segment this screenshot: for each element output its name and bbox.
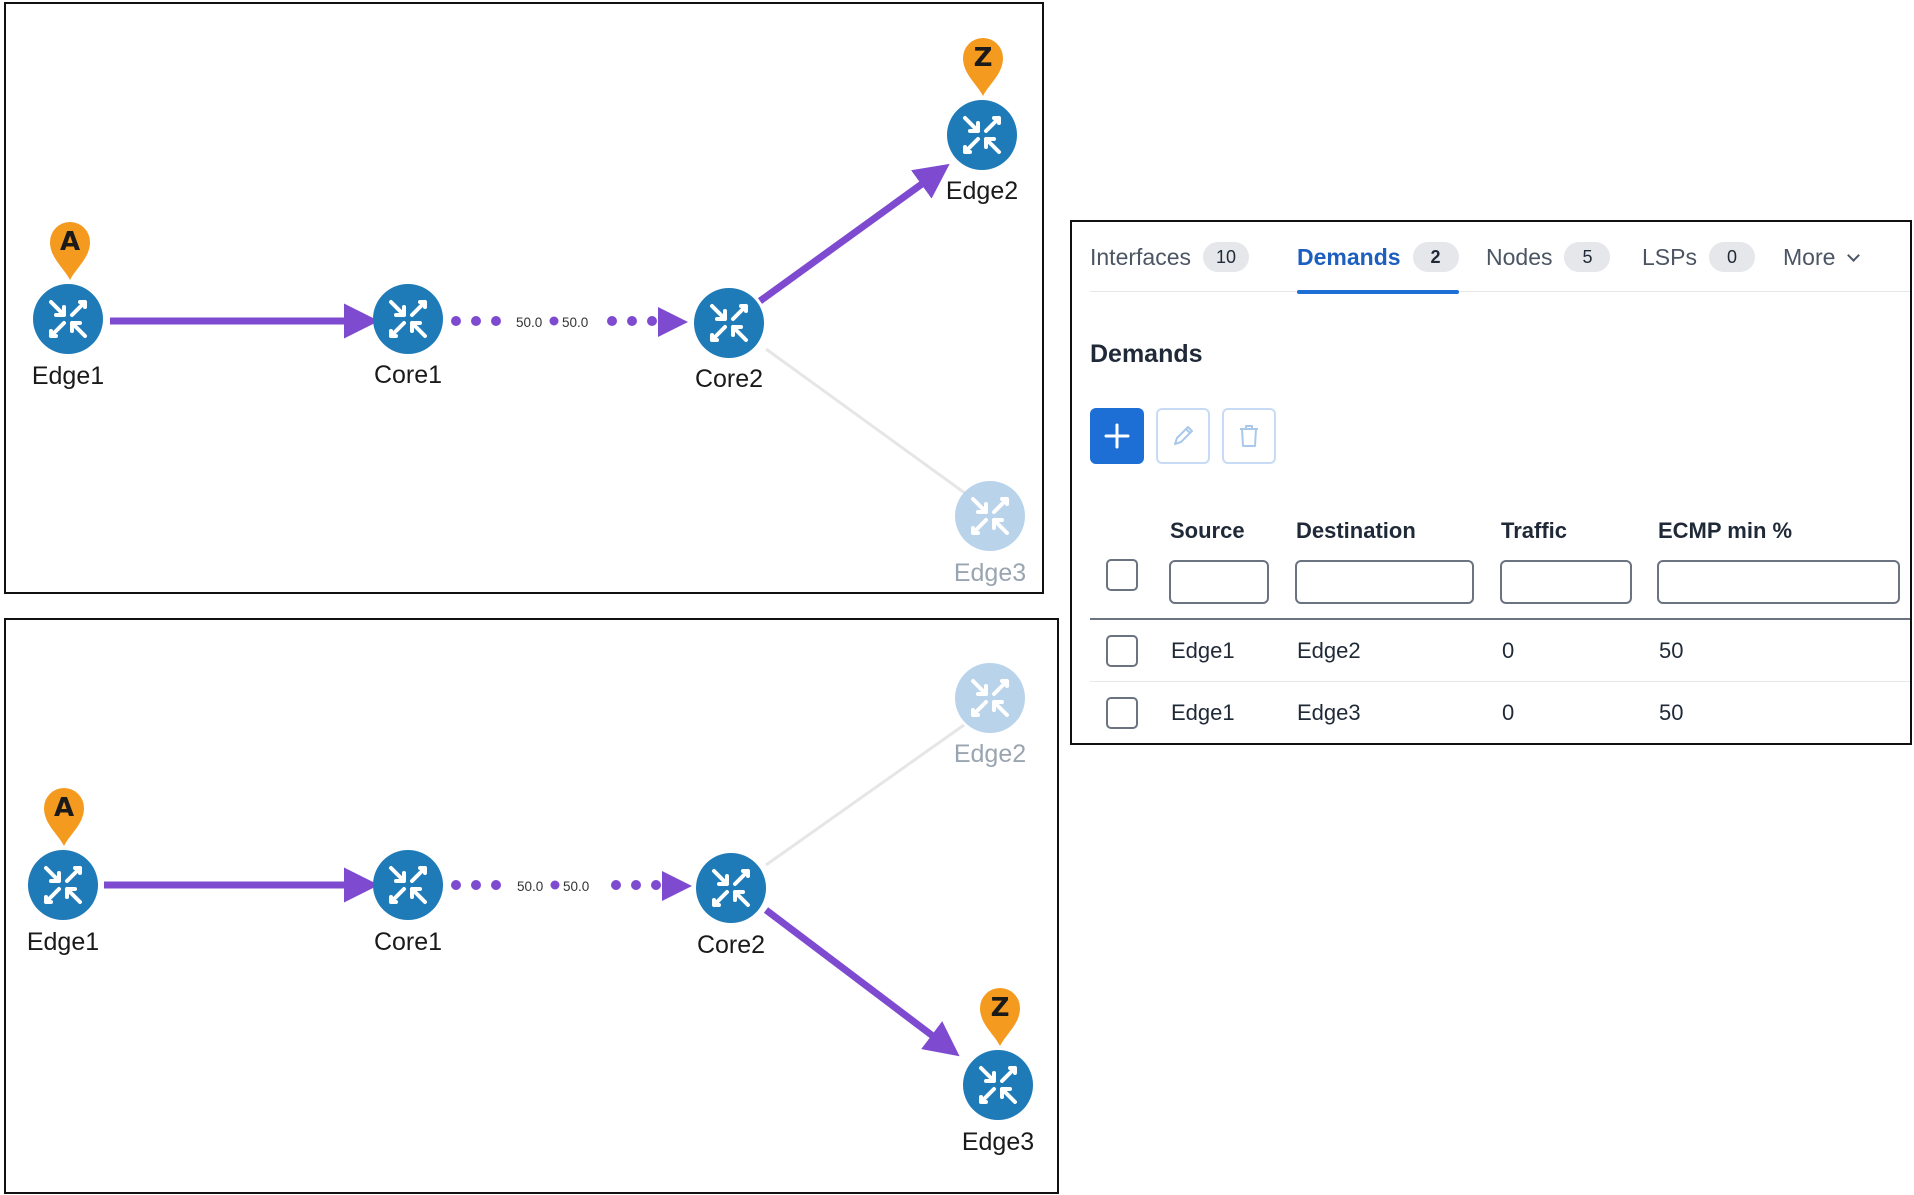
pin-label-z: Z [974, 43, 993, 73]
cell-destination: Edge2 [1297, 638, 1361, 663]
pin-label-a: A [60, 227, 80, 257]
pin-label-z: Z [991, 993, 1010, 1023]
trash-icon [1240, 425, 1258, 447]
link-label-left: 50.0 [517, 879, 543, 894]
cell-source: Edge1 [1171, 638, 1235, 663]
router-icon-edge2[interactable] [955, 663, 1025, 733]
link-core2-edge3 [765, 347, 992, 514]
link-label-right: 50.0 [562, 315, 588, 330]
tab-more[interactable]: More [1783, 242, 1861, 292]
cell-traffic: 0 [1502, 700, 1515, 725]
tab-nodes[interactable]: Nodes 5 [1486, 242, 1611, 292]
node-label-core2: Core2 [695, 365, 763, 393]
node-label-edge2: Edge2 [946, 177, 1018, 205]
path-core1-core2-dotted [451, 871, 692, 901]
tab-label: More [1783, 244, 1836, 270]
count-badge: 10 [1203, 242, 1249, 272]
router-icon-core1[interactable] [373, 850, 443, 920]
node-label-edge3: Edge3 [962, 1128, 1034, 1156]
tab-label: Nodes [1486, 244, 1553, 270]
router-icon-core2[interactable] [694, 288, 764, 358]
cell-source: Edge1 [1171, 700, 1235, 725]
column-header-destination[interactable]: Destination [1296, 518, 1416, 543]
row-checkbox[interactable] [1106, 635, 1138, 667]
cell-ecmp-min: 50 [1659, 700, 1684, 725]
column-header-traffic[interactable]: Traffic [1501, 518, 1568, 543]
link-label-right: 50.0 [563, 879, 589, 894]
node-label-edge3: Edge3 [954, 559, 1026, 587]
header-divider [1090, 618, 1910, 620]
topology-map-bottom: 50.0 50.0 Edge1 Core1 Core2 Edge2 Edge3 … [4, 618, 1059, 1194]
router-icon-edge2[interactable] [947, 100, 1017, 170]
tab-label: LSPs [1642, 244, 1697, 270]
count-badge: 0 [1708, 242, 1755, 272]
column-header-ecmp-min[interactable]: ECMP min % [1658, 518, 1793, 543]
topology-map-top: 50.0 50.0 Edge1 Core1 Core2 Edge2 Edge3 … [4, 2, 1044, 594]
column-header-source[interactable]: Source [1170, 518, 1245, 543]
source-filter-input[interactable] [1169, 560, 1269, 604]
link-core2-edge2 [765, 723, 965, 867]
node-label-edge1: Edge1 [27, 928, 99, 956]
tab-label: Interfaces [1090, 244, 1191, 270]
plus-icon [1104, 423, 1130, 449]
pin-label-a: A [54, 793, 74, 823]
tab-bar: Interfaces 10 Demands 2 Nodes 5 LSPs 0 M… [1090, 222, 1910, 294]
row-checkbox[interactable] [1106, 697, 1138, 729]
path-core2-edge2 [757, 163, 950, 304]
cell-destination: Edge3 [1297, 700, 1361, 725]
count-badge: 2 [1412, 242, 1459, 272]
section-title: Demands [1090, 340, 1203, 368]
node-label-edge2: Edge2 [954, 740, 1026, 768]
ecmp-min-filter-input[interactable] [1657, 560, 1900, 604]
count-badge: 5 [1564, 242, 1611, 272]
router-icon-edge3[interactable] [963, 1050, 1033, 1120]
tab-demands[interactable]: Demands 2 [1297, 242, 1459, 294]
link-label-left: 50.0 [516, 315, 542, 330]
path-core2-edge3 [763, 907, 960, 1057]
tab-lsps[interactable]: LSPs 0 [1642, 242, 1755, 292]
router-icon-edge1[interactable] [33, 284, 103, 354]
router-icon-edge3[interactable] [955, 481, 1025, 551]
router-icon-edge1[interactable] [28, 850, 98, 920]
edit-demand-button[interactable] [1156, 408, 1210, 464]
pencil-icon [1174, 426, 1193, 445]
tab-label: Demands [1297, 244, 1401, 270]
topology-canvas: 50.0 50.0 Edge1 Core1 Core2 Edge2 Edge3 … [32, 38, 1026, 587]
cell-traffic: 0 [1502, 638, 1515, 663]
traffic-filter-input[interactable] [1500, 560, 1632, 604]
node-label-edge1: Edge1 [32, 362, 104, 390]
select-all-checkbox[interactable] [1106, 559, 1138, 591]
table-row[interactable]: Edge1 Edge2 0 50 [1090, 620, 1910, 682]
add-demand-button[interactable] [1090, 408, 1144, 464]
chevron-down-icon [1847, 249, 1861, 262]
destination-filter-input[interactable] [1295, 560, 1474, 604]
node-label-core2: Core2 [697, 931, 765, 959]
table-row[interactable]: Edge1 Edge3 0 50 [1090, 682, 1910, 744]
path-core1-core2-dotted [451, 307, 688, 337]
demands-panel: Interfaces 10 Demands 2 Nodes 5 LSPs 0 M… [1070, 220, 1912, 745]
router-icon-core1[interactable] [373, 284, 443, 354]
node-label-core1: Core1 [374, 928, 442, 956]
delete-demand-button[interactable] [1222, 408, 1276, 464]
topology-canvas: 50.0 50.0 Edge1 Core1 Core2 Edge2 Edge3 … [27, 663, 1034, 1156]
node-label-core1: Core1 [374, 361, 442, 389]
tab-interfaces[interactable]: Interfaces 10 [1090, 242, 1249, 292]
cell-ecmp-min: 50 [1659, 638, 1684, 663]
router-icon-core2[interactable] [696, 853, 766, 923]
